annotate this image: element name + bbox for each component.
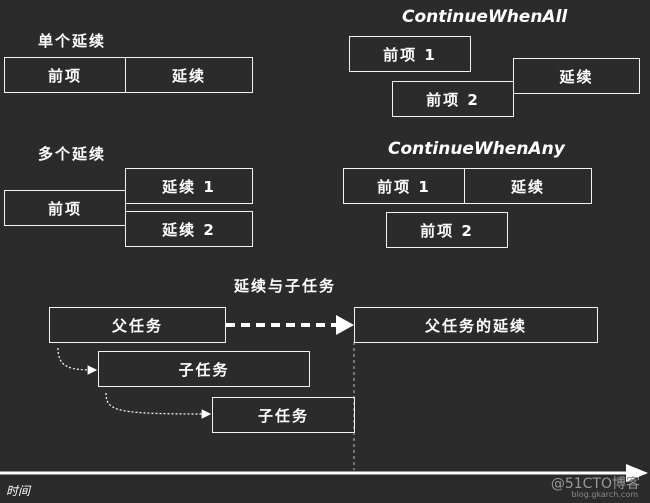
timeline-axis-arrowhead	[626, 464, 648, 482]
multi-continuation-1-box: 延续 1	[125, 168, 253, 204]
single-continuation-box: 延续	[125, 57, 253, 93]
watermark-url: blog.gkarch.com	[571, 490, 639, 499]
when-all-continuation-box: 延续	[513, 58, 640, 94]
heading-continue-when-any: ContinueWhenAny	[388, 139, 565, 159]
multi-antecedent-box: 前项	[4, 190, 126, 226]
child-task-1-box: 子任务	[98, 351, 310, 387]
child-task-2-box: 子任务	[212, 397, 355, 433]
child-task-1-arrow	[57, 347, 98, 375]
when-any-continuation-box: 延续	[464, 168, 592, 204]
when-all-antecedent-1-box: 前项 1	[349, 36, 471, 72]
heading-continuation-and-child: 延续与子任务	[234, 277, 337, 295]
heading-continue-when-all: ContinueWhenAll	[402, 7, 568, 27]
timeline-axis-label: 时间	[6, 484, 31, 498]
multi-continuation-2-box: 延续 2	[125, 211, 253, 247]
parent-continuation-box: 父任务的延续	[354, 307, 598, 343]
parent-to-continuation-arrowhead	[336, 315, 354, 335]
watermark: @51CTO博客	[550, 476, 640, 492]
child-task-2-arrow	[105, 392, 212, 419]
when-any-antecedent-2-box: 前项 2	[386, 212, 508, 248]
heading-single-continuation: 单个延续	[38, 32, 107, 50]
when-all-antecedent-2-box: 前项 2	[392, 81, 514, 117]
heading-multiple-continuations: 多个延续	[38, 145, 107, 163]
when-any-antecedent-1-box: 前项 1	[343, 168, 465, 204]
single-antecedent-box: 前项	[4, 57, 126, 93]
parent-task-box: 父任务	[49, 307, 226, 343]
